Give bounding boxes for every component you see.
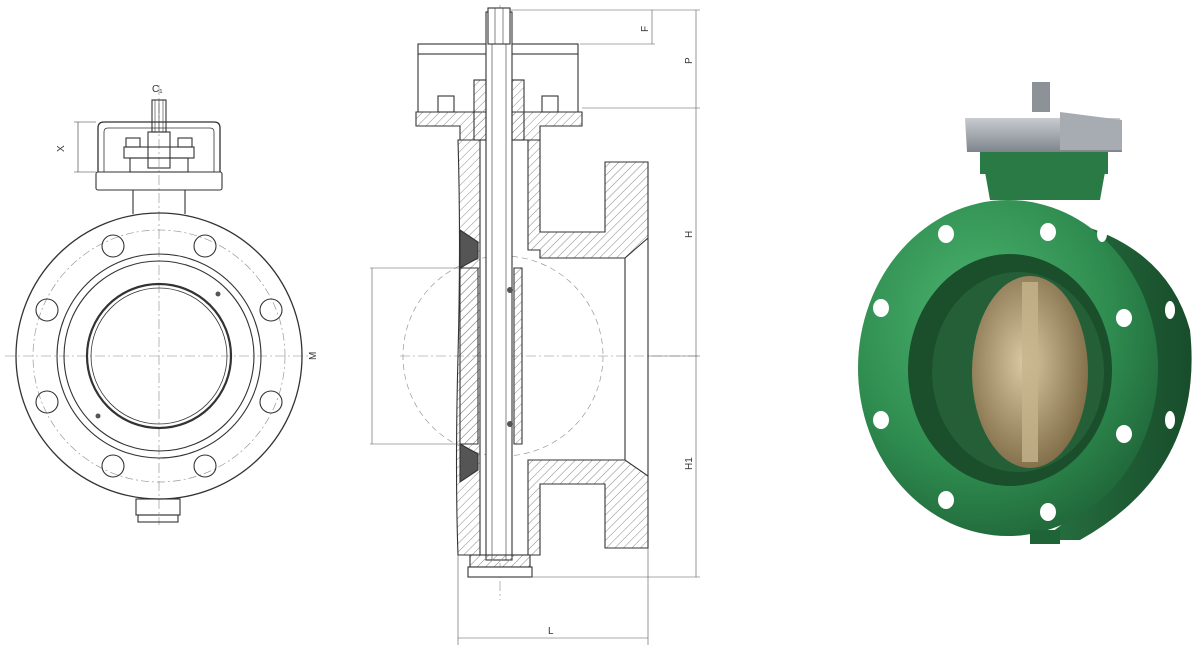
body-circle [56,253,262,459]
flange-upper [518,139,649,259]
dim-label-x: X [56,145,67,152]
bolt-holes [35,234,283,478]
disc-inner-circle [90,287,228,425]
dim-label-p: P [684,57,695,64]
dim-label-h1: H1 [684,457,695,470]
bottom-cover-section [469,554,531,568]
flange-bolt-holes [873,223,1175,521]
stem-stub [1032,82,1050,112]
body-side [1000,212,1192,540]
dim-label-c1: C₁ [152,84,163,95]
bottom-cover [135,498,181,516]
seat-ring-outer [63,260,255,452]
dim-label-h: H [684,231,695,238]
flange-lower [527,459,649,556]
section-view [370,5,700,645]
bolt-circle [32,229,286,483]
disc-section [459,267,479,445]
dim-label-f: F [640,26,651,32]
valve-3d-render [858,82,1192,544]
dim-label-l: L [548,626,554,637]
dim-label-m: M [308,352,319,360]
disc-circle [85,282,233,430]
front-view [5,85,310,525]
stem [485,11,513,561]
